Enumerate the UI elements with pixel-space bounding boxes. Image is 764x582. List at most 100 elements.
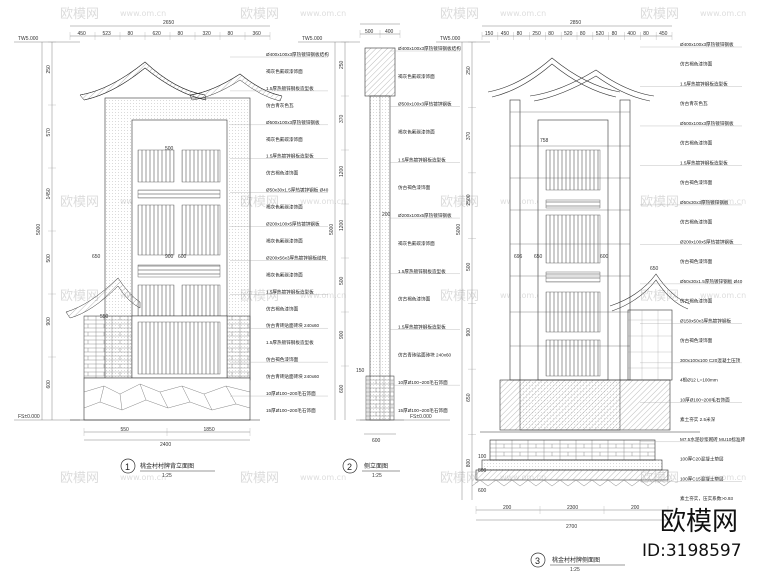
v1-note: 仿古青灰色瓦 bbox=[266, 102, 294, 109]
v2-top-dim: 400 bbox=[385, 29, 394, 35]
v2-note: 仿古褐色漆饰面 bbox=[398, 296, 431, 303]
watermark-text: 欧模网 bbox=[60, 471, 99, 486]
v1-left-dim: 900 bbox=[46, 317, 52, 326]
v1-note: 仿古青砖贴面砖块 240x60 bbox=[266, 322, 320, 329]
v1-top-dim: 80 bbox=[128, 31, 134, 37]
v3-note: Ø400x100x3厚热镀锌钢板 bbox=[680, 41, 734, 48]
v3-inner-dim: 600 bbox=[600, 254, 609, 260]
watermark-text: 欧模网 bbox=[240, 7, 279, 22]
v1-left-dim: 570 bbox=[46, 128, 52, 137]
v1-top-dim: 80 bbox=[178, 31, 184, 37]
v1-note: 1.5厚热镀锌钢板造型板 bbox=[266, 153, 314, 160]
v1-note: 仿古青砖贴面砖块 240x60 bbox=[266, 373, 320, 380]
v3-note: 素土夯实，压实系数>0.93 bbox=[680, 495, 733, 502]
watermark-site: www.om.cn bbox=[300, 473, 346, 482]
v1-note: 褐灰色氟碳漆饰面 bbox=[266, 204, 303, 211]
v2-inner-dim: 200 bbox=[382, 212, 391, 218]
v2-top-dim: 500 bbox=[365, 29, 374, 35]
v1-inner-dim: 650 bbox=[92, 254, 101, 260]
v2-note: Ø500x100x3厚热镀锌钢板 bbox=[398, 101, 452, 108]
watermark-text: 欧模网 bbox=[440, 195, 479, 210]
v1-note: 1.5厚热镀锌钢板造型板 bbox=[266, 288, 314, 295]
v1-note: 15厚Ø100~200毛石饰面 bbox=[266, 407, 316, 414]
v1-left-dim: 500 bbox=[46, 254, 52, 263]
v2-note: 1.5厚热镀锌钢板造型板 bbox=[398, 156, 446, 163]
v3-note: 100厚C15混凝土垫层 bbox=[680, 475, 724, 482]
v2-left-dim: 600 bbox=[339, 384, 345, 393]
v2-note: 1.5厚热镀锌钢板造型板 bbox=[398, 268, 446, 275]
watermark-text: 欧模网 bbox=[240, 471, 279, 486]
v1-scale: 1:25 bbox=[162, 473, 172, 479]
v3-foundation-dim: 600 bbox=[478, 488, 487, 494]
v3-top-dim: 80 bbox=[643, 31, 649, 37]
watermark-text: 欧模网 bbox=[440, 289, 479, 304]
v1-top-dim: 320 bbox=[203, 31, 212, 37]
watermark-site: www.om.cn bbox=[120, 473, 166, 482]
v2-left-dim: 1200 bbox=[339, 220, 345, 231]
v3-left-dim: 900 bbox=[466, 328, 472, 337]
v3-foundation-dim: 100 bbox=[478, 454, 487, 460]
v2-bottom-total: 600 bbox=[372, 438, 381, 444]
watermark-site: www.om.cn bbox=[500, 291, 546, 300]
v3-left-dim: 250 bbox=[466, 66, 472, 75]
v3-note: 素土夯实 2.5米深 bbox=[680, 416, 716, 423]
v2-note: Ø200x100x5厚热镀锌钢板 bbox=[398, 212, 452, 219]
v3-note: 10厚Ø100~200毛石饰面 bbox=[680, 396, 730, 403]
v2-elev-top: TW5.000 bbox=[302, 36, 323, 42]
v3-note: 仿古褐色漆饰面 bbox=[680, 61, 713, 68]
v3-inner-dim: 650 bbox=[534, 254, 543, 260]
watermark-site: www.om.cn bbox=[120, 9, 166, 18]
v1-number: 1 bbox=[125, 462, 130, 472]
v1-top-dim: 450 bbox=[78, 31, 87, 37]
v3-note: Ø500x100x3厚热镀锌钢板 bbox=[680, 120, 734, 127]
v2-note: 1.5厚热镀锌钢板造型板 bbox=[398, 323, 446, 330]
v3-right-dim: 650 bbox=[650, 266, 659, 272]
v3-note: 仿古青灰色瓦 bbox=[680, 100, 708, 107]
v3-note: 仿古褐色漆饰面 bbox=[680, 298, 713, 305]
v3-top-dim: 450 bbox=[659, 31, 668, 37]
v2-left-dim: 1200 bbox=[339, 166, 345, 177]
v1-elev-base: FS±0.000 bbox=[18, 414, 40, 420]
v3-note: Ø150x50x3厚热镀锌钢板 bbox=[680, 317, 731, 324]
v1-top-dim: 523 bbox=[103, 31, 112, 37]
v2-number: 2 bbox=[347, 462, 352, 472]
v3-inner-dim: 696 bbox=[514, 254, 523, 260]
watermark-site: www.om.cn bbox=[700, 291, 746, 300]
watermark-text: 欧模网 bbox=[60, 195, 99, 210]
v1-left-total: 5000 bbox=[36, 224, 42, 235]
brand-name: 欧模网 bbox=[660, 507, 738, 537]
v3-number: 3 bbox=[535, 556, 540, 566]
watermark-site: www.om.cn bbox=[700, 9, 746, 18]
watermark-site: www.om.cn bbox=[700, 197, 746, 206]
v1-note: 褐灰色氟碳漆饰面 bbox=[266, 271, 303, 278]
v2-note: 褐灰色氟碳漆饰面 bbox=[398, 73, 435, 80]
v1-title: 桃金村村牌背立面图 bbox=[140, 462, 194, 470]
v2-left-dim: 900 bbox=[339, 330, 345, 339]
v3-note: M7.5水泥砂浆砌砖 MU10标准砖 bbox=[680, 436, 745, 443]
v2-note: 仿古青砖贴面砖块 240x60 bbox=[398, 351, 452, 358]
v2-scale: 1:25 bbox=[372, 473, 382, 479]
v2-note: 褐灰色氟碳漆饰面 bbox=[398, 240, 435, 247]
watermark-text: 欧模网 bbox=[60, 7, 99, 22]
v1-top-dim: 360 bbox=[253, 31, 262, 37]
v3-elev-top: TW5.000 bbox=[440, 36, 461, 42]
v2-left-dim: 500 bbox=[339, 276, 345, 285]
v3-top-dim: 80 bbox=[548, 31, 554, 37]
v3-note: 仿古褐色漆饰面 bbox=[680, 258, 713, 265]
v1-left-dim: 600 bbox=[46, 380, 52, 389]
v1-note: 1.5厚热镀锌钢板造型板 bbox=[266, 339, 314, 346]
v3-note: 仿古褐色漆饰面 bbox=[680, 140, 713, 147]
v3-foundation-dim: 800 bbox=[478, 468, 487, 474]
v1-inner-dim: 550 bbox=[100, 314, 109, 320]
v2-note: 10厚Ø100~200毛石饰面 bbox=[398, 379, 448, 386]
v3-note: 300x100x100 C20混凝土压顶 bbox=[680, 357, 741, 364]
v1-note: 褐灰色氟碳漆饰面 bbox=[266, 68, 303, 75]
v3-top-total: 2850 bbox=[570, 20, 581, 26]
v2-elev-base: FS±0.000 bbox=[410, 414, 432, 420]
v1-note: 1.5厚热镀锌钢板造型板 bbox=[266, 85, 314, 92]
v3-bottom-dim: 2300 bbox=[567, 505, 578, 511]
v2-left-dim: 370 bbox=[339, 114, 345, 123]
v3-top-dim: 400 bbox=[627, 31, 636, 37]
